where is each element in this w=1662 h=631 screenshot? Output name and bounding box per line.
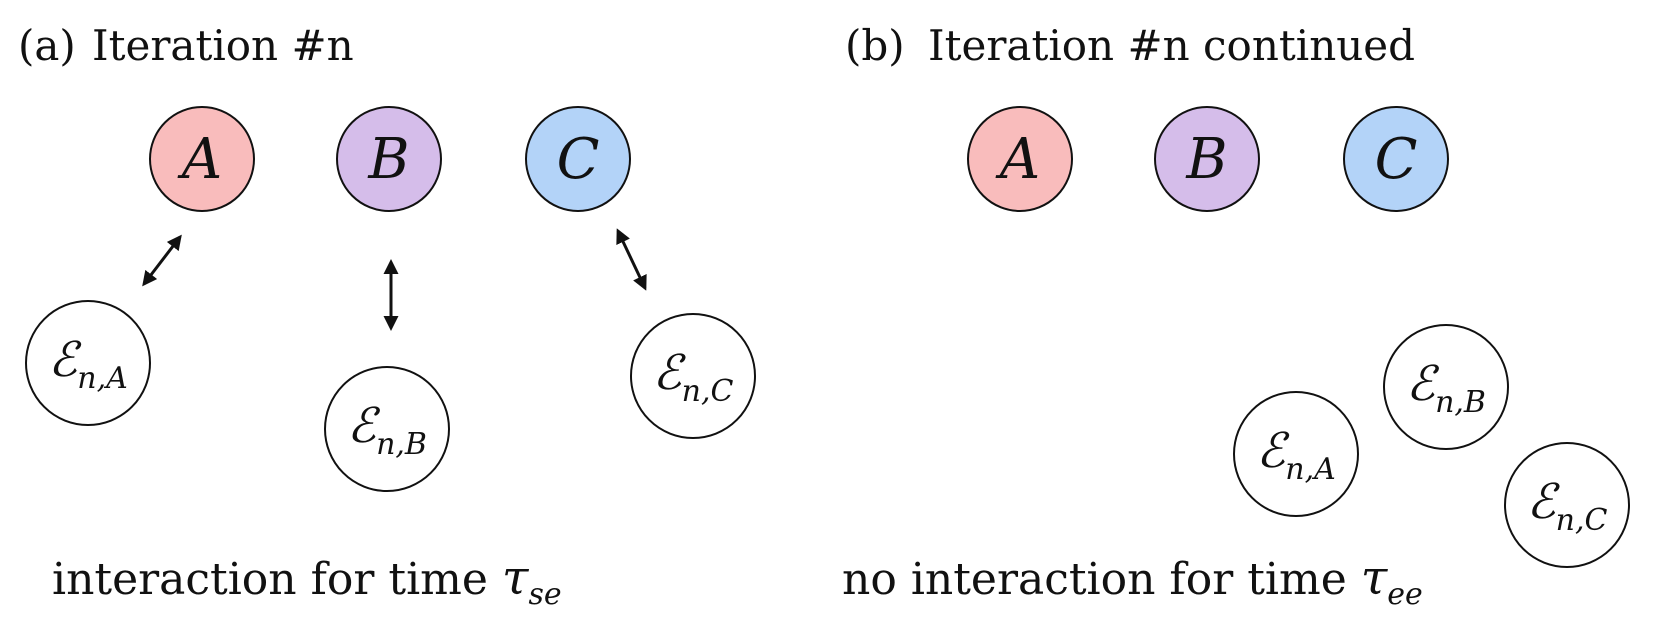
system-node-a-circle — [149, 106, 255, 212]
panel-a-caption-text: interaction for time — [52, 554, 488, 605]
environment-node-a-b-circle — [1233, 391, 1359, 517]
environment-node-a-b-subscript: n,A — [1285, 452, 1336, 487]
system-node-b-label: B — [367, 127, 409, 192]
panel-a-label: (a) — [18, 21, 76, 70]
environment-node-b-b-circle — [1383, 324, 1509, 450]
environment-node-b-b-label: ℰn,B — [1406, 356, 1486, 420]
system-node-a-b-circle — [967, 106, 1073, 212]
environment-node-b-b: ℰn,B — [1383, 324, 1509, 450]
environment-node-c-label: ℰn,C — [653, 345, 734, 409]
interaction-arrow-a — [142, 234, 182, 287]
system-node-b-b: B — [1154, 106, 1260, 212]
environment-node-a-label: ℰn,A — [48, 332, 128, 396]
system-node-c-b-label: C — [1375, 127, 1418, 192]
environment-node-c-b-circle — [1504, 442, 1630, 568]
environment-node-a-b-label: ℰn,A — [1256, 423, 1336, 487]
system-node-b-circle — [336, 106, 442, 212]
environment-node-a-b: ℰn,A — [1233, 391, 1359, 517]
panel-b-caption: no interaction for time τee — [842, 550, 1423, 612]
environment-node-c-b: ℰn,C — [1504, 442, 1630, 568]
system-node-c-b: C — [1343, 106, 1449, 212]
environment-node-b-b-subscript: n,B — [1435, 385, 1486, 420]
environment-node-c-symbol: ℰ — [653, 345, 687, 401]
panel-b-title: Iteration #n continued — [928, 21, 1415, 70]
environment-node-b-b-symbol: ℰ — [1406, 356, 1440, 412]
panel-a-title: Iteration #n — [92, 21, 354, 70]
environment-node-b-label: ℰn,B — [347, 398, 427, 462]
system-node-b: B — [336, 106, 442, 212]
environment-node-c-b-label: ℰn,C — [1527, 474, 1608, 538]
environment-node-b: ℰn,B — [324, 366, 450, 492]
system-node-c-label: C — [557, 127, 600, 192]
environment-node-c-b-symbol: ℰ — [1527, 474, 1561, 530]
panel-a-caption-subscript: se — [528, 577, 561, 612]
system-node-c-b-circle — [1343, 106, 1449, 212]
environment-node-a-subscript: n,A — [77, 361, 128, 396]
system-node-b-b-label: B — [1185, 127, 1227, 192]
environment-node-b-subscript: n,B — [376, 427, 427, 462]
panel-b-caption-text: no interaction for time — [842, 554, 1347, 605]
system-node-c-circle — [525, 106, 631, 212]
system-node-a-b: A — [967, 106, 1073, 212]
panel-b-caption-subscript: ee — [1387, 577, 1423, 612]
system-node-c: C — [525, 106, 631, 212]
environment-node-a-circle — [25, 300, 151, 426]
system-node-a-b-label: A — [995, 127, 1040, 192]
environment-node-b-circle — [324, 366, 450, 492]
environment-node-c-circle — [630, 313, 756, 439]
environment-node-a-b-symbol: ℰ — [1256, 423, 1290, 479]
panel-b-label: (b) — [845, 21, 905, 70]
panel-a-caption: interaction for time τse — [52, 550, 562, 612]
environment-node-c-subscript: n,C — [682, 374, 734, 409]
system-node-a-label: A — [177, 127, 222, 192]
panel-b: (b) Iteration #n continued A B C ℰn,A ℰn… — [842, 21, 1630, 612]
system-node-b-b-circle — [1154, 106, 1260, 212]
panel-a-caption-symbol: τ — [502, 550, 530, 606]
environment-node-c-b-subscript: n,C — [1556, 503, 1608, 538]
environment-node-a: ℰn,A — [25, 300, 151, 426]
environment-node-a-symbol: ℰ — [48, 332, 82, 388]
interaction-arrow-c — [616, 228, 647, 291]
environment-node-c: ℰn,C — [630, 313, 756, 439]
environment-node-b-symbol: ℰ — [347, 398, 381, 454]
panel-b-caption-symbol: τ — [1361, 550, 1389, 606]
system-node-a: A — [149, 106, 255, 212]
panel-a: (a) Iteration #n A B C ℰn,A ℰn,B — [18, 21, 756, 612]
